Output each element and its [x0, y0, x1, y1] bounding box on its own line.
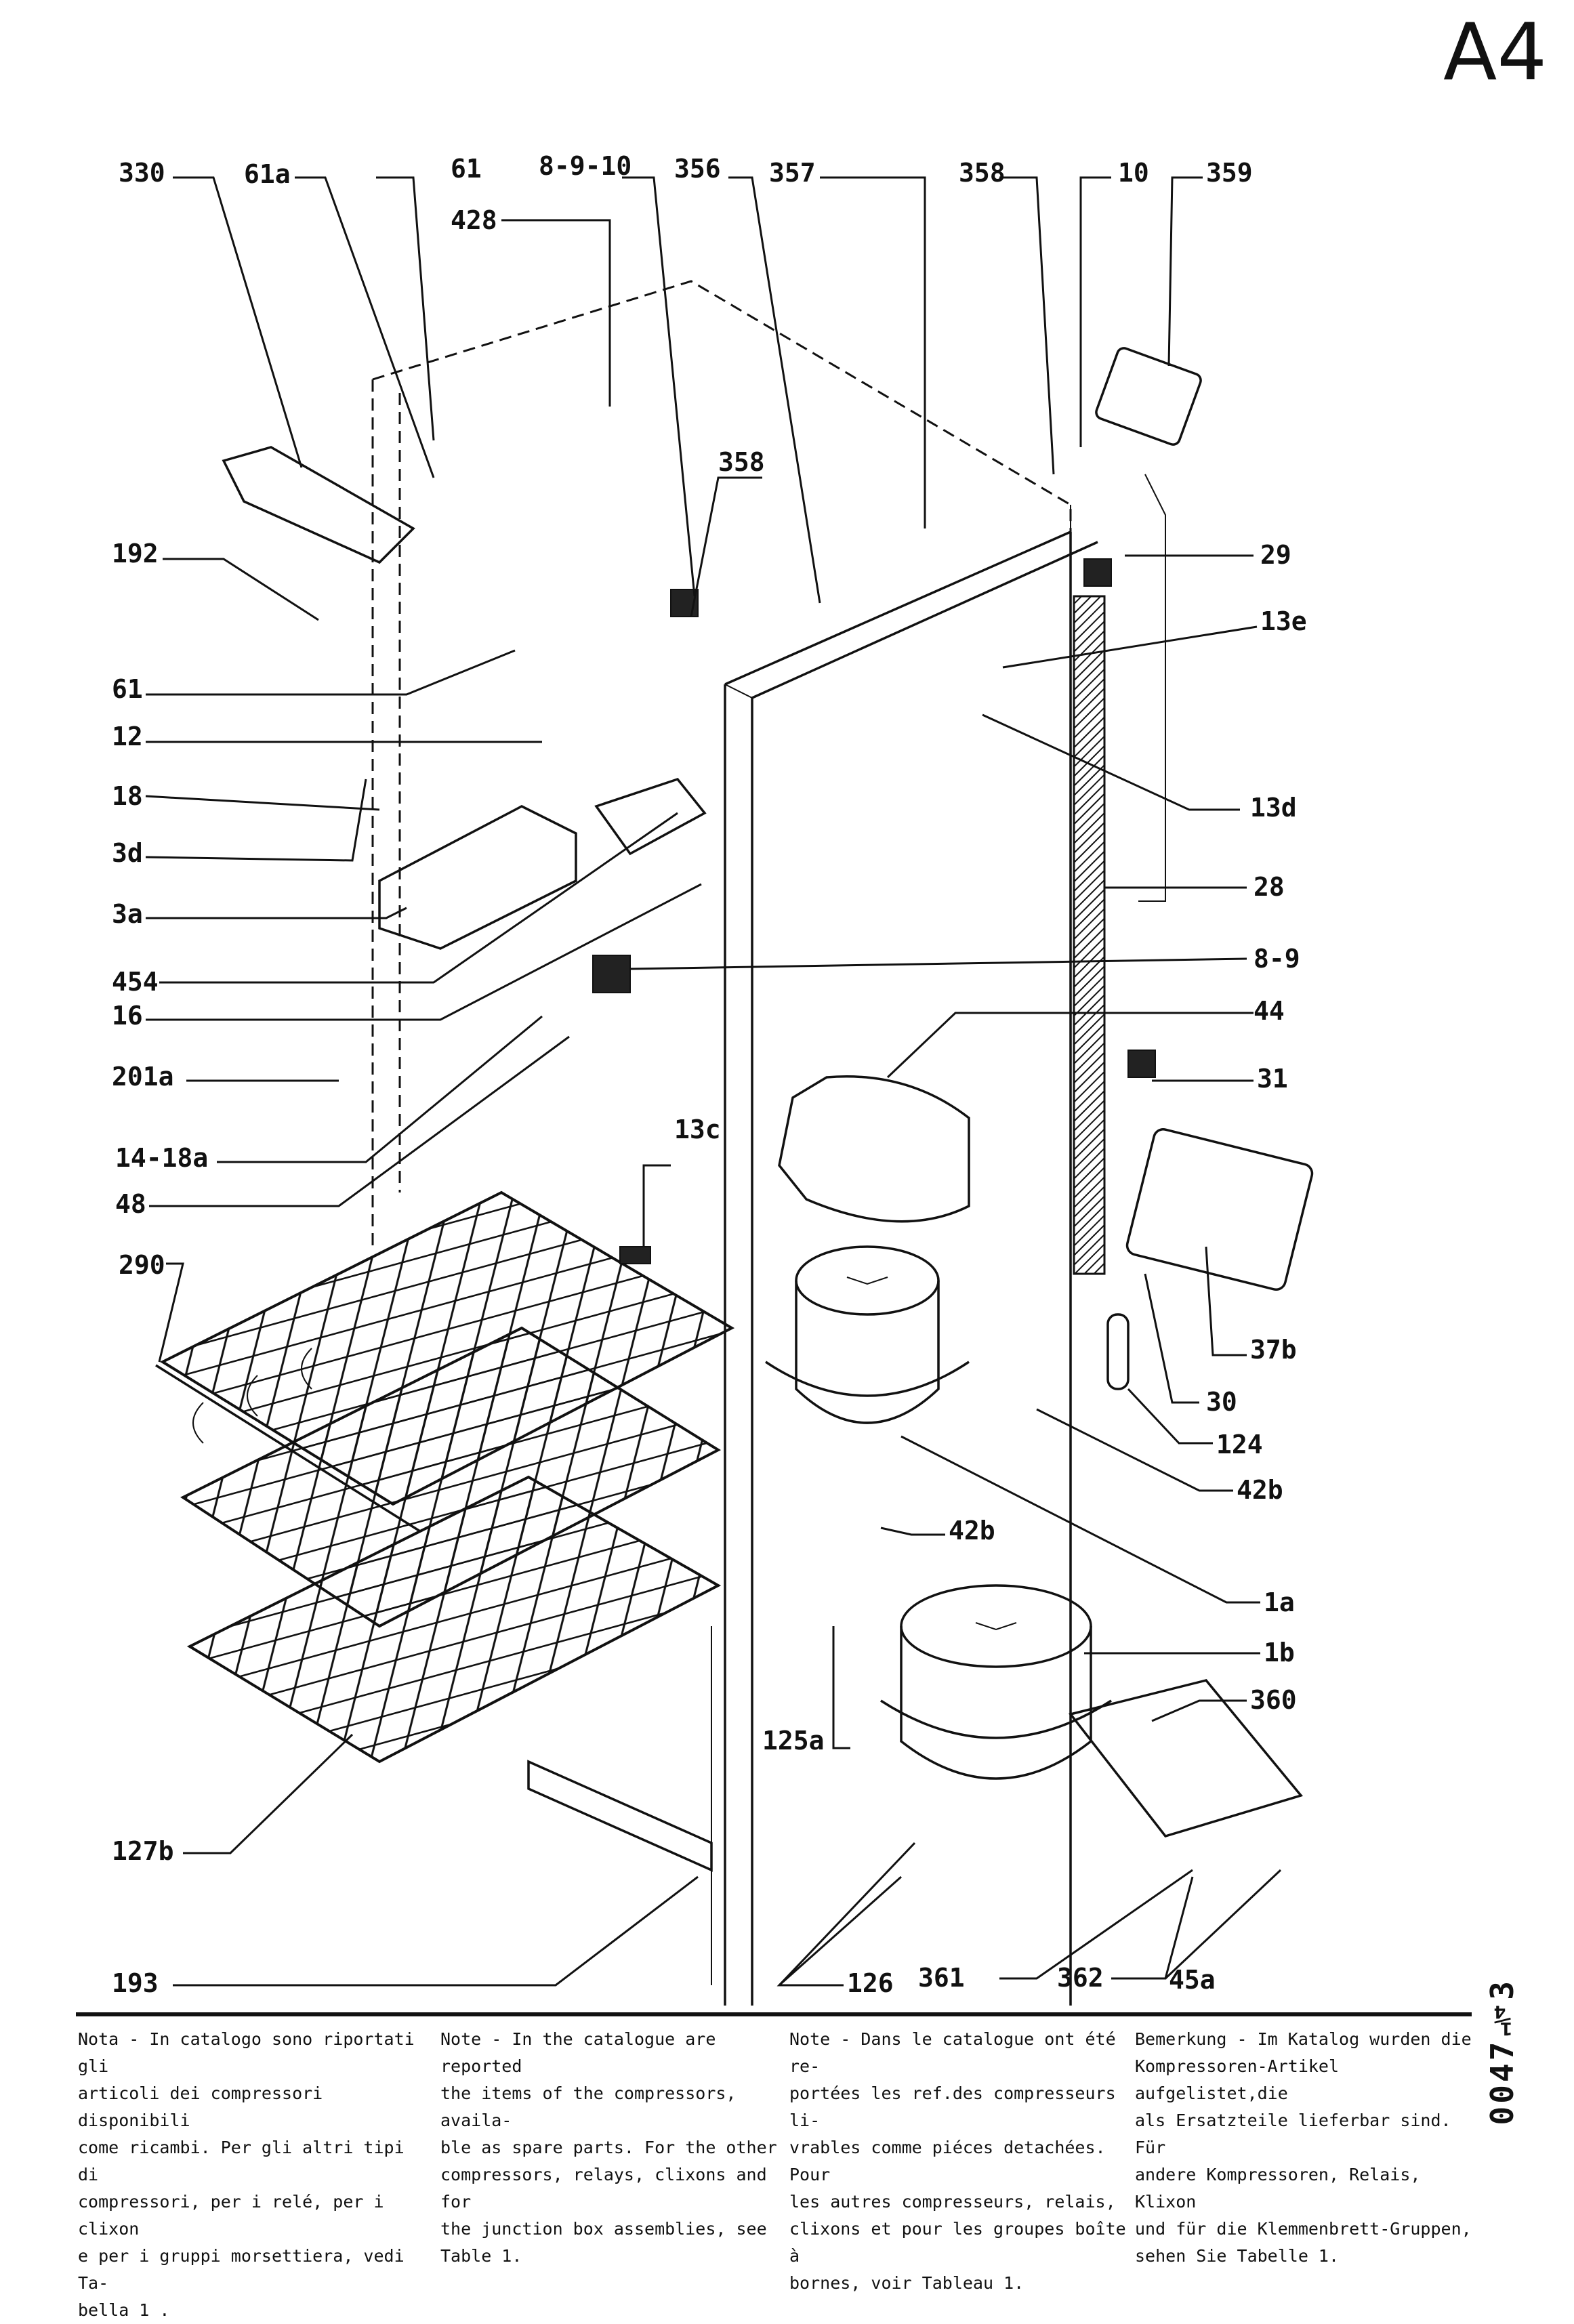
- clip-13c: [619, 1246, 651, 1264]
- label-13e: 13e: [1260, 606, 1307, 636]
- label-360: 360: [1250, 1685, 1297, 1715]
- label-44: 44: [1254, 996, 1285, 1026]
- note-german: Bemerkung - Im Katalog wurden die Kompre…: [1135, 2029, 1472, 2266]
- label-357: 357: [769, 158, 816, 188]
- label-61-side: 61: [112, 674, 143, 704]
- label-37b: 37b: [1250, 1335, 1297, 1365]
- label-42b-right: 42b: [1237, 1475, 1283, 1505]
- control-box-359: [1095, 347, 1202, 446]
- label-28: 28: [1254, 872, 1285, 902]
- sheet-id: A4: [1443, 7, 1548, 98]
- drip-tray-44: [778, 1075, 970, 1223]
- evaporator-plates: [155, 1190, 735, 1764]
- rear-cable-28: [1138, 474, 1166, 902]
- label-3a: 3a: [112, 899, 143, 929]
- label-14-18a: 14-18a: [115, 1143, 208, 1173]
- label-192: 192: [112, 539, 159, 568]
- label-356: 356: [674, 154, 721, 184]
- label-48: 48: [115, 1189, 146, 1219]
- label-124: 124: [1216, 1430, 1263, 1459]
- label-1b: 1b: [1264, 1638, 1295, 1667]
- label-13d: 13d: [1250, 793, 1297, 823]
- label-42b-mid: 42b: [949, 1516, 995, 1545]
- label-454: 454: [112, 967, 159, 997]
- part-labels: 330 61a 61 8-9-10 356 357 358 10 359 428…: [112, 151, 1307, 1998]
- label-8-9-10: 8-9-10: [539, 151, 631, 181]
- label-45a: 45a: [1169, 1965, 1216, 1995]
- label-126: 126: [847, 1968, 894, 1998]
- notes-divider: [76, 2012, 1472, 2016]
- label-29: 29: [1260, 540, 1291, 570]
- ice-tray-330: [222, 446, 415, 564]
- cover-panel-37b: [1125, 1128, 1314, 1291]
- label-201a: 201a: [112, 1062, 174, 1092]
- label-10: 10: [1118, 158, 1149, 188]
- leader-lines: [145, 176, 1282, 1987]
- exploded-parts-diagram: 330 61a 61 8-9-10 356 357 358 10 359 428…: [112, 151, 1314, 2006]
- label-61a: 61a: [244, 159, 291, 189]
- label-125a: 125a: [762, 1726, 825, 1756]
- note-french: Note - Dans le catalogue ont été re- por…: [789, 2029, 1126, 2293]
- thermostat-housing-3a: [378, 805, 577, 950]
- note-english: Note - In the catalogue are reported the…: [440, 2029, 777, 2266]
- relay-8-9: [592, 955, 631, 993]
- label-12: 12: [112, 722, 143, 751]
- label-359: 359: [1206, 158, 1253, 188]
- dryer-filter-124: [1106, 1313, 1130, 1390]
- label-8-9: 8-9: [1254, 944, 1300, 974]
- label-193: 193: [112, 1968, 159, 1998]
- switch-29: [1083, 558, 1112, 587]
- document-number: 0047¼3: [1484, 1978, 1520, 2125]
- label-31: 31: [1257, 1064, 1288, 1094]
- label-30: 30: [1206, 1387, 1237, 1417]
- note-italian: Nota - In catalogo sono riportati gli ar…: [78, 2029, 415, 2320]
- label-1a: 1a: [1264, 1588, 1295, 1617]
- label-362: 362: [1057, 1963, 1104, 1993]
- label-428: 428: [451, 205, 497, 235]
- cabinet-body: [371, 280, 1098, 2006]
- label-358-mid: 358: [718, 447, 765, 477]
- label-16: 16: [112, 1001, 143, 1031]
- compressor-1b: [880, 1584, 1112, 1780]
- compressor-1a: [765, 1245, 970, 1424]
- label-358-top: 358: [959, 158, 1006, 188]
- label-330: 330: [119, 158, 165, 188]
- rear-channel-hatch: [1073, 595, 1106, 1275]
- switch-31: [1127, 1050, 1156, 1078]
- bracket-193: [527, 1760, 713, 1872]
- label-3d: 3d: [112, 838, 143, 868]
- cover-box-454: [594, 777, 707, 856]
- label-61-top: 61: [451, 154, 482, 184]
- label-127b: 127b: [112, 1836, 174, 1866]
- label-13c: 13c: [674, 1115, 721, 1144]
- label-290: 290: [119, 1250, 165, 1280]
- label-361: 361: [918, 1963, 965, 1993]
- base-plate-360: [1068, 1679, 1304, 1838]
- label-18: 18: [112, 781, 143, 811]
